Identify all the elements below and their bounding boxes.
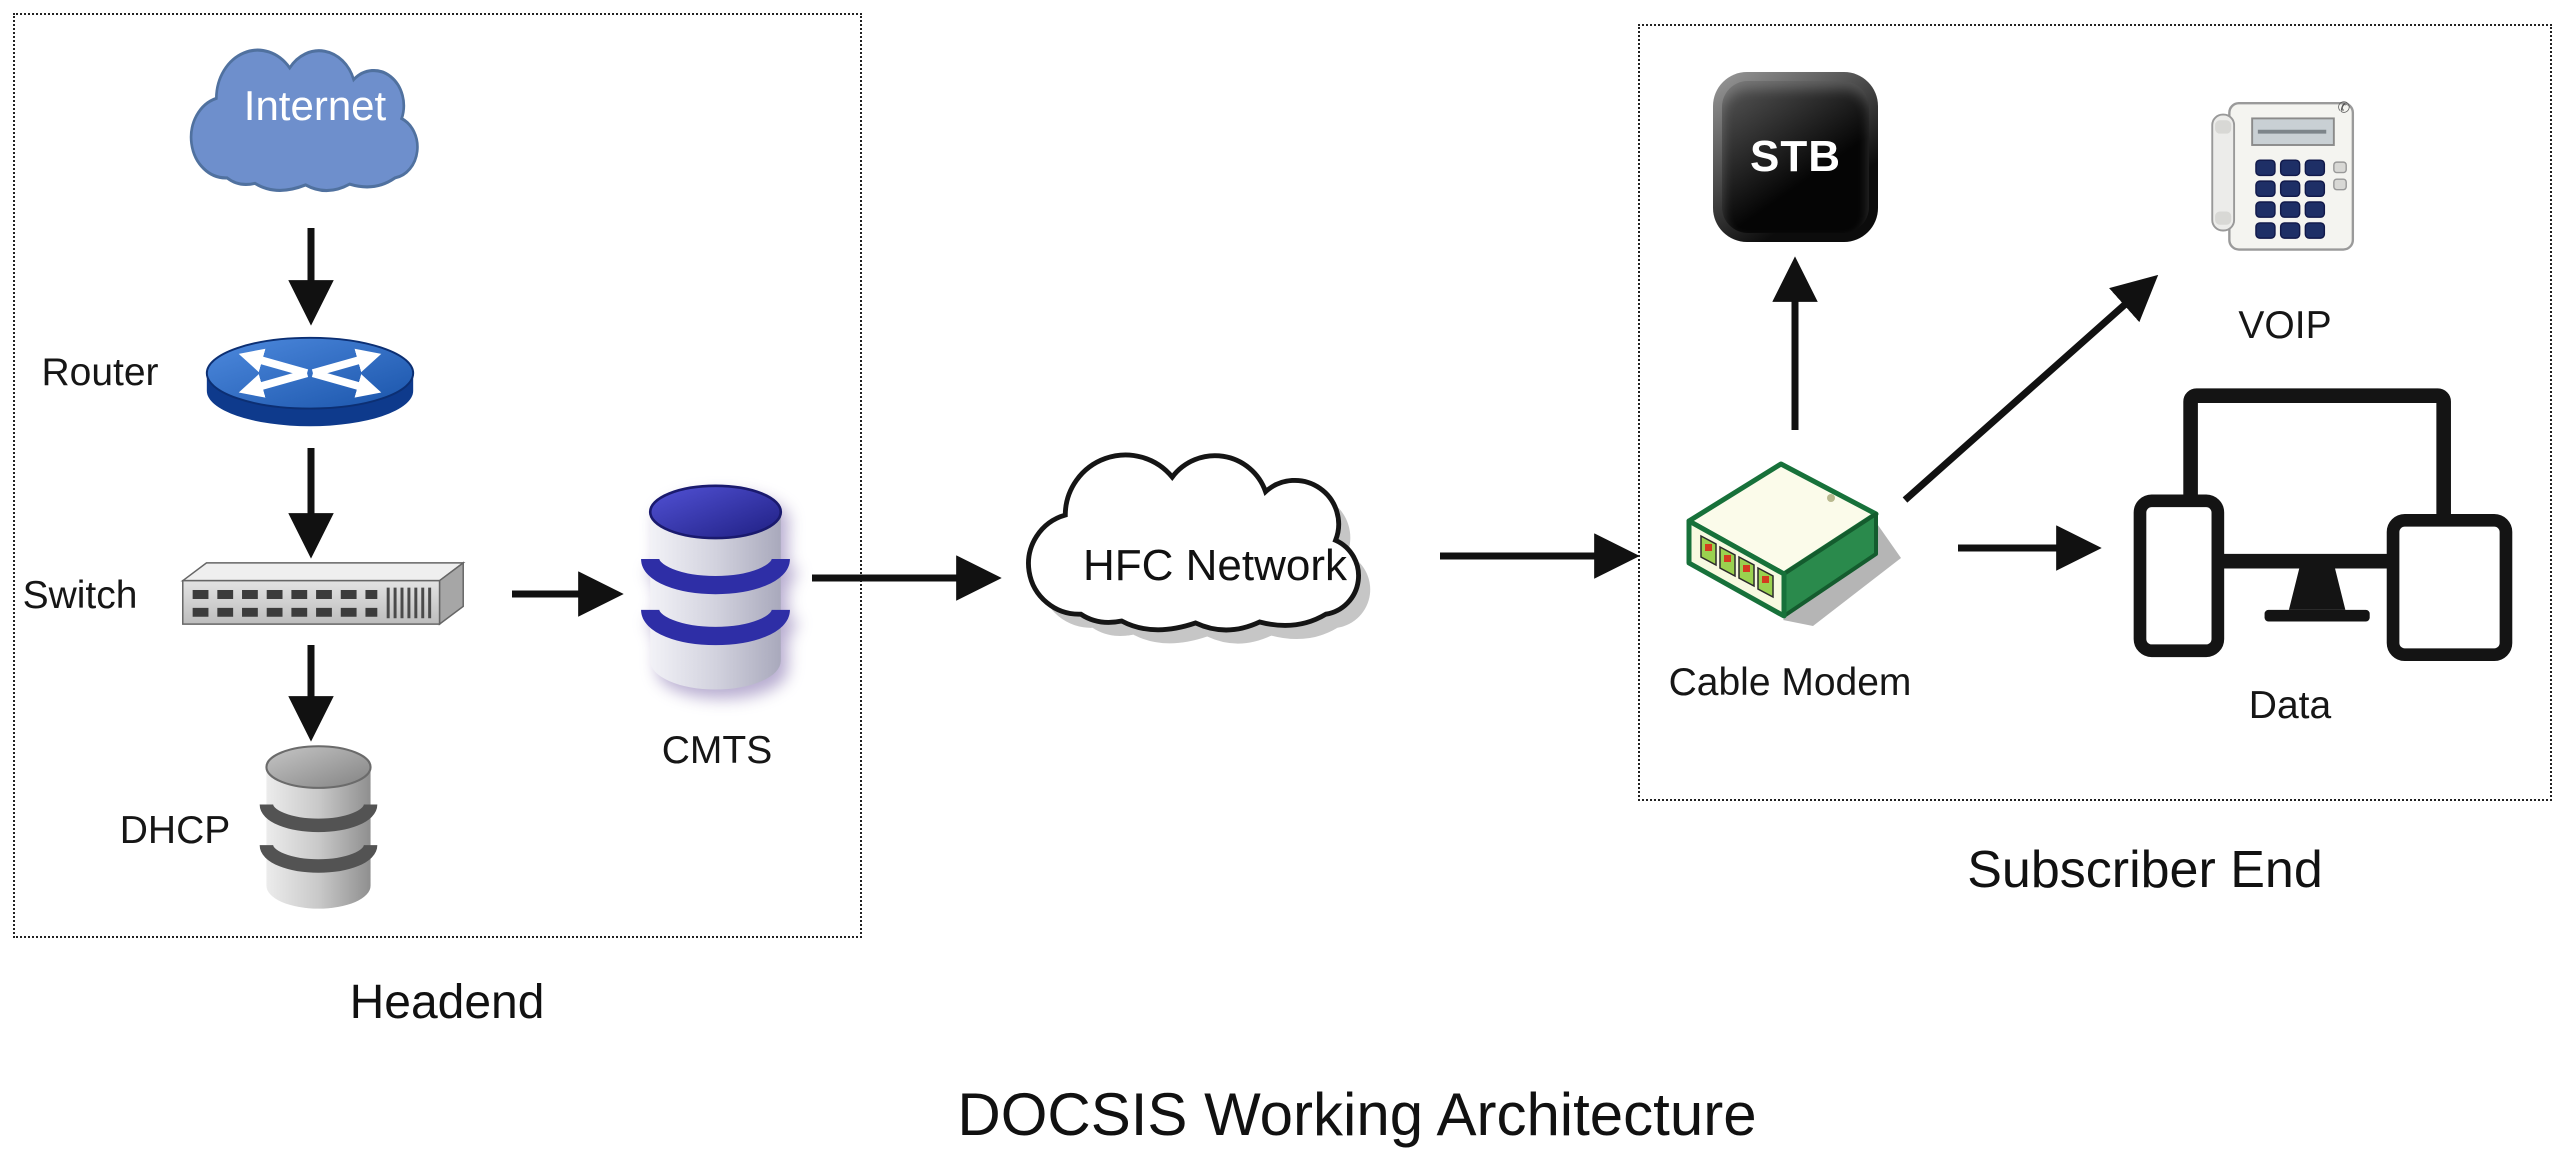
network-switch-icon: [180, 561, 466, 626]
diagram-title: DOCSIS Working Architecture: [957, 1081, 1757, 1148]
stb-face: STB: [1722, 81, 1869, 233]
switch-label: Switch: [22, 574, 138, 617]
database-cylinder-icon: [259, 745, 378, 909]
cable-modem-icon: [1686, 461, 1901, 626]
desk-phone-icon: ✆: [2211, 100, 2355, 251]
headend-group-box: [13, 13, 862, 938]
headend-label: Headend: [349, 976, 545, 1029]
router-label: Router: [41, 351, 159, 394]
node-hfc-network: HFC Network: [1005, 420, 1425, 682]
data-label: Data: [2248, 684, 2332, 727]
hfc-network-label: HFC Network: [1082, 541, 1348, 590]
node-dhcp: [256, 740, 381, 917]
node-cable-modem: [1671, 425, 1911, 637]
node-router: [197, 322, 423, 445]
internet-label: Internet: [243, 82, 387, 129]
node-internet: Internet: [175, 25, 455, 225]
stb-label: STB: [1750, 132, 1841, 181]
svg-text:✆: ✆: [2338, 100, 2351, 117]
node-voip: ✆: [2201, 88, 2366, 278]
dhcp-label: DHCP: [119, 809, 231, 852]
router-icon: [205, 336, 415, 427]
database-cylinder-icon: [641, 484, 790, 690]
voip-label: VOIP: [2238, 304, 2332, 347]
subscriber-group-box: [1638, 24, 2552, 801]
cable-modem-label: Cable Modem: [1668, 661, 1912, 704]
node-switch: [174, 555, 472, 634]
devices-icon: [2133, 388, 2513, 661]
node-data: [2127, 386, 2517, 678]
set-top-box-icon: STB: [1713, 72, 1878, 242]
node-cmts: [637, 478, 794, 700]
cmts-label: CMTS: [661, 729, 773, 772]
arrow-cable-modem-to-voip: [1902, 274, 2159, 503]
subscriber-end-label: Subscriber End: [1967, 841, 2323, 899]
